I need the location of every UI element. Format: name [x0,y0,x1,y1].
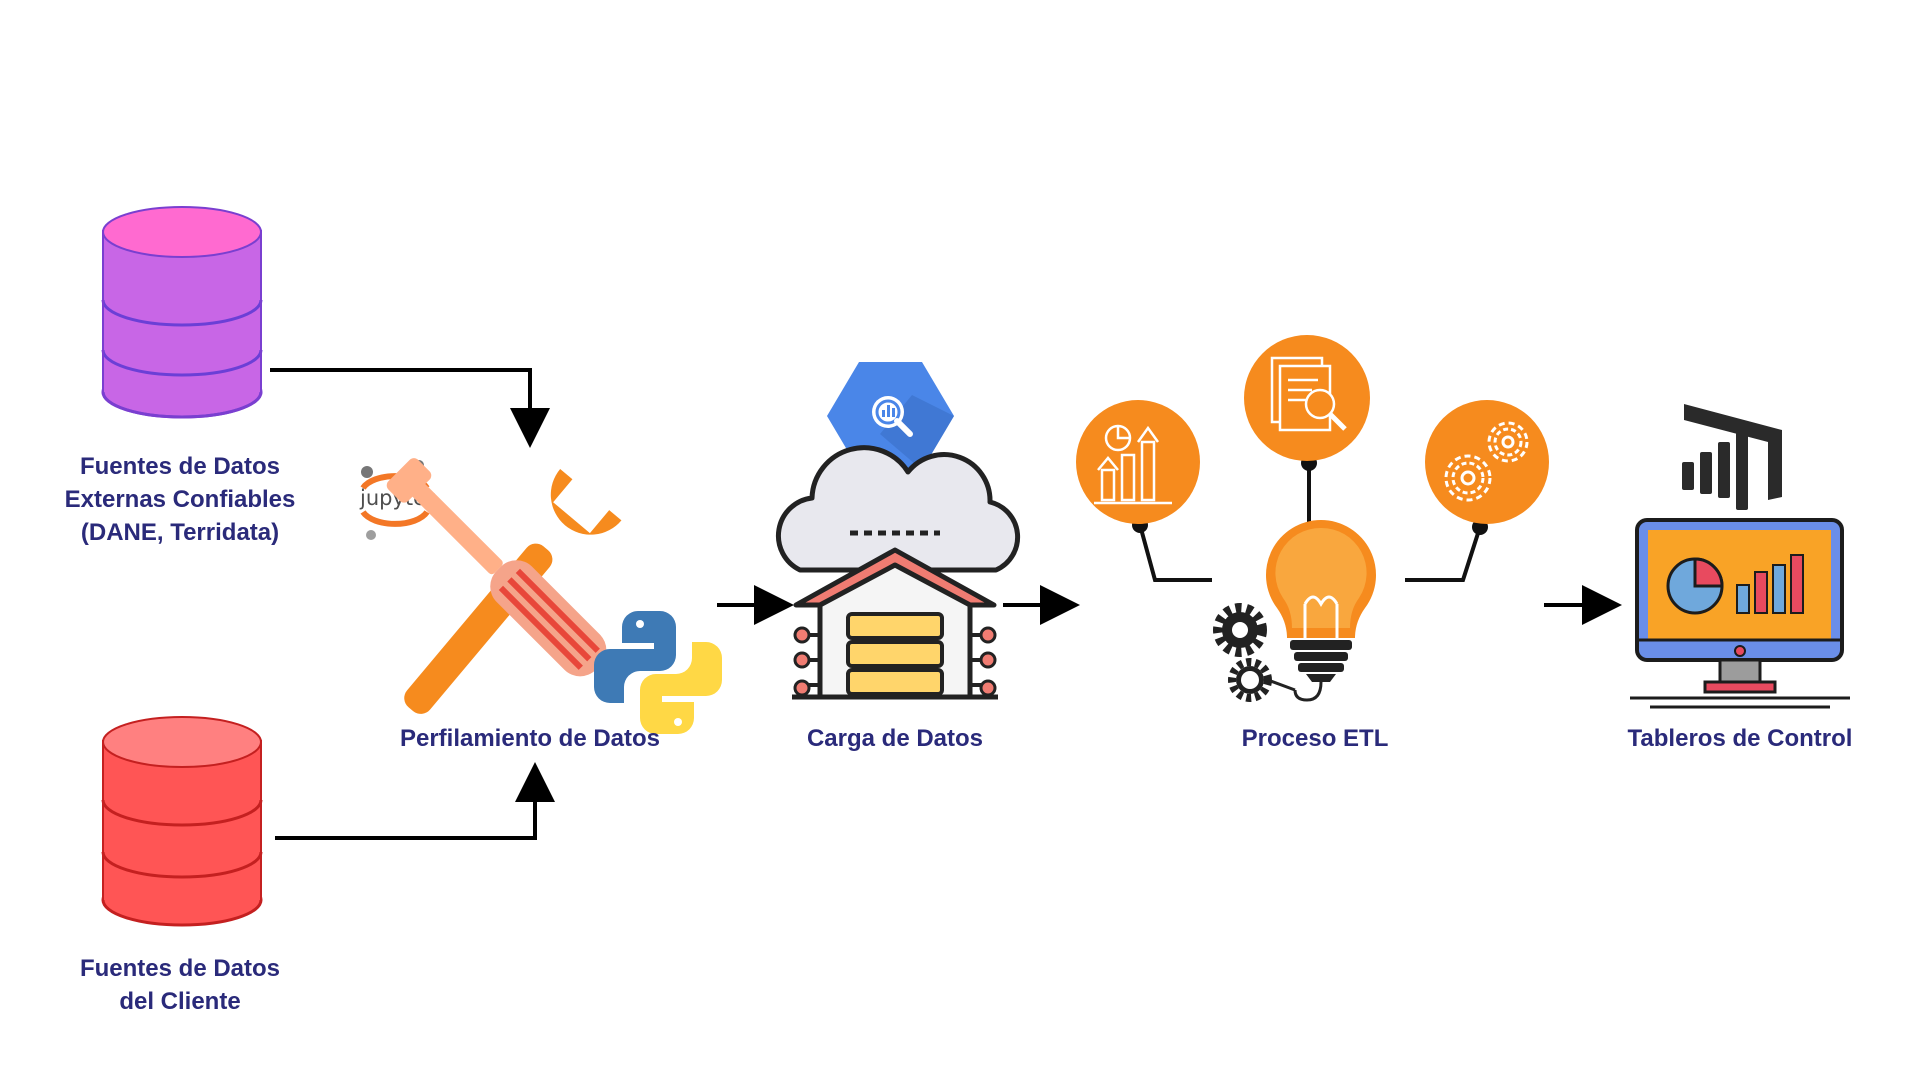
bigquery-icon [827,362,954,470]
etl-growth-chart-icon [1076,400,1200,524]
label-line: Fuentes de Datos [79,955,281,982]
label-line: Fuentes de Datos [79,453,281,480]
power-bi-logo-icon [1682,404,1782,510]
label-etl: Proceso ETL [1241,725,1389,752]
etl-small-gears-icon [1213,603,1296,702]
etl-lightbulb-icon [1265,520,1376,702]
label-line: (DANE, Terridata) [80,519,280,546]
label-line: del Cliente [119,988,241,1015]
external-database-icon [101,206,263,419]
cloud-warehouse-icon [775,445,1021,700]
label-client-sources: Fuentes de Datos del Cliente [40,952,320,1018]
python-logo-icon [594,611,722,734]
connector-external-to-profiling [270,368,550,448]
client-database-icon [101,716,263,927]
label-loading: Carga de Datos [806,725,984,752]
label-dashboards: Tableros de Control [1627,725,1853,752]
dashboard-monitor-icon [1630,518,1850,709]
label-external-sources: Fuentes de Datos Externas Confiables (DA… [40,450,320,549]
label-profiling: Perfilamiento de Datos [399,725,661,752]
label-line: Externas Confiables [64,486,296,513]
etl-gears-icon [1425,400,1549,524]
etl-document-search-icon [1244,335,1370,461]
etl-connectors [1138,463,1482,582]
connector-client-to-profiling [275,762,555,840]
wrench-screwdriver-icon [386,458,622,714]
